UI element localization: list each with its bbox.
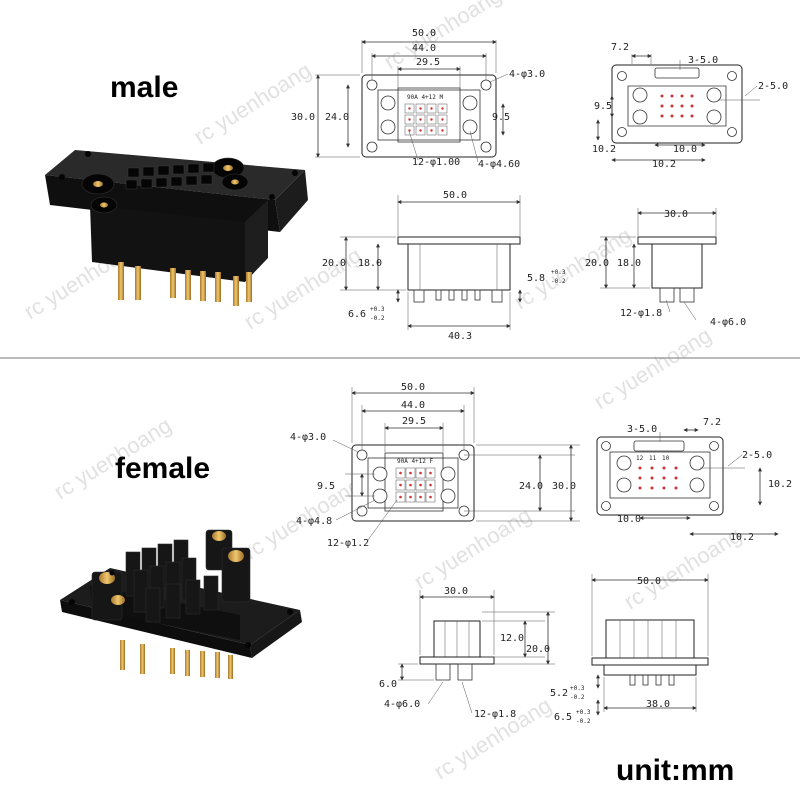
female-end-dim-10-2-bottom: 10.2 <box>730 532 754 543</box>
male-side-flange: 6.6 <box>348 309 366 320</box>
male-side-view: 50.0 20.0 18.0 5.8 +0.3 -0.2 6.6 +0.3 -0… <box>322 190 566 342</box>
female-part-label: 90A 4+12 F <box>397 458 434 465</box>
female-top-power-holes: 4-φ4.8 <box>296 516 332 527</box>
female-front-power-pins: 4-φ6.0 <box>384 699 420 710</box>
male-top-width: 50.0 <box>412 28 436 39</box>
male-title: male <box>110 71 178 104</box>
male-end-dim-10-2-bottom: 10.2 <box>652 159 676 170</box>
watermark: rc yuenhoang <box>429 692 555 784</box>
female-top-height: 30.0 <box>552 481 576 492</box>
female-end-dim-10-0: 10.0 <box>617 514 641 525</box>
male-side-height: 20.0 <box>322 258 346 269</box>
watermark: rc yuenhoang <box>189 57 315 149</box>
male-end-dim-7-2: 7.2 <box>611 42 629 53</box>
female-top-pins: 12-φ1.2 <box>327 538 369 549</box>
male-front-pins: 12-φ1.8 <box>620 308 662 319</box>
female-side-base-width: 38.0 <box>646 699 670 710</box>
female-front-height: 20.0 <box>526 644 550 655</box>
female-front-view: 30.0 12.0 20.0 6.0 4-φ6.0 12-φ1.8 <box>379 586 555 720</box>
male-front-view: 30.0 20.0 18.0 12-φ1.8 4-φ6.0 <box>585 208 746 328</box>
female-front-base: 6.0 <box>379 679 397 690</box>
female-front-width: 30.0 <box>444 586 468 597</box>
male-top-mount-holes: 4-φ3.0 <box>509 69 545 80</box>
male-side-pin-tol-up: +0.3 <box>551 269 566 276</box>
male-front-power-pins: 4-φ6.0 <box>710 317 746 328</box>
watermark: rc yuenhoang <box>589 322 715 414</box>
male-top-power-holes: 4-φ4.60 <box>478 159 520 170</box>
male-side-flange-tol-up: +0.3 <box>370 306 385 313</box>
female-side-view: 50.0 5.2 +0.3 -0.2 38.0 6.5 +0.3 -0.2 <box>550 574 709 725</box>
male-end-dim-2-5: 2-5.0 <box>758 81 788 92</box>
female-title: female <box>115 452 210 485</box>
female-end-dim-7-2: 7.2 <box>703 417 721 428</box>
male-end-view: 7.2 3-5.0 2-5.0 9.5 10.2 10.0 10.2 <box>592 42 788 170</box>
female-top-inner-width: 29.5 <box>402 416 426 427</box>
male-part-label: 90A 4+12 M <box>407 94 444 101</box>
male-side-pin-length: 5.8 <box>527 273 545 284</box>
female-side-pin-tol-up: +0.3 <box>570 685 585 692</box>
female-end-view: 12 11 10 3-5.0 7.2 2-5.0 10.2 10.0 10.2 <box>596 417 792 543</box>
female-top-width: 50.0 <box>401 382 425 393</box>
male-side-width: 50.0 <box>443 190 467 201</box>
female-top-inner-height: 9.5 <box>317 481 335 492</box>
female-top-hole-spacing: 44.0 <box>401 400 425 411</box>
female-side-pin-tol-dn: -0.2 <box>570 694 585 701</box>
male-end-dim-9-5: 9.5 <box>594 101 612 112</box>
male-side-pin-tol-dn: -0.2 <box>551 278 566 285</box>
male-end-dim-3-5: 3-5.0 <box>688 55 718 66</box>
male-end-dim-10-2-left: 10.2 <box>592 144 616 155</box>
female-end-col-10: 10 <box>662 455 670 462</box>
female-side-pin-length: 5.2 <box>550 688 568 699</box>
male-connector-photo <box>45 150 308 306</box>
male-top-height: 30.0 <box>291 112 315 123</box>
female-end-dim-3-5: 3-5.0 <box>627 424 657 435</box>
male-front-height: 20.0 <box>585 258 609 269</box>
female-connector-photo <box>60 529 302 679</box>
watermark: rc yuenhoang <box>379 0 505 74</box>
male-top-view: 90A 4+12 M 50.0 44.0 29.5 4-φ3.0 30.0 24… <box>291 28 545 170</box>
male-top-inner-height: 9.5 <box>492 112 510 123</box>
male-end-dim-10-0: 10.0 <box>673 144 697 155</box>
female-top-view: 90A 4+12 F 50.0 44.0 29.5 4-φ3.0 9.5 4-φ… <box>290 382 580 549</box>
male-top-inner-width: 29.5 <box>416 57 440 68</box>
watermark: rc yuenhoang <box>619 522 745 614</box>
male-top-hole-spacing: 44.0 <box>412 43 436 54</box>
female-end-col-11: 11 <box>649 455 657 462</box>
male-front-width: 30.0 <box>664 209 688 220</box>
female-top-mount-holes: 4-φ3.0 <box>290 432 326 443</box>
female-front-pins: 12-φ1.8 <box>474 709 516 720</box>
male-side-flange-tol-dn: -0.2 <box>370 315 385 322</box>
female-top-hole-height: 24.0 <box>519 481 543 492</box>
unit-label: unit:mm <box>616 754 734 787</box>
female-end-col-12: 12 <box>636 455 644 462</box>
male-top-hole-height: 24.0 <box>325 112 349 123</box>
female-side-width: 50.0 <box>637 576 661 587</box>
female-side-flange-tol-dn: -0.2 <box>576 718 591 725</box>
male-top-pins: 12-φ1.00 <box>412 157 460 168</box>
male-side-base-width: 40.3 <box>448 331 472 342</box>
female-front-inner-height: 12.0 <box>500 633 524 644</box>
female-end-dim-10-2-right: 10.2 <box>768 479 792 490</box>
female-side-flange-tol-up: +0.3 <box>576 709 591 716</box>
male-front-inner-height: 18.0 <box>617 258 641 269</box>
female-end-dim-2-5: 2-5.0 <box>742 450 772 461</box>
male-side-inner-height: 18.0 <box>358 258 382 269</box>
female-side-flange: 6.5 <box>554 712 572 723</box>
